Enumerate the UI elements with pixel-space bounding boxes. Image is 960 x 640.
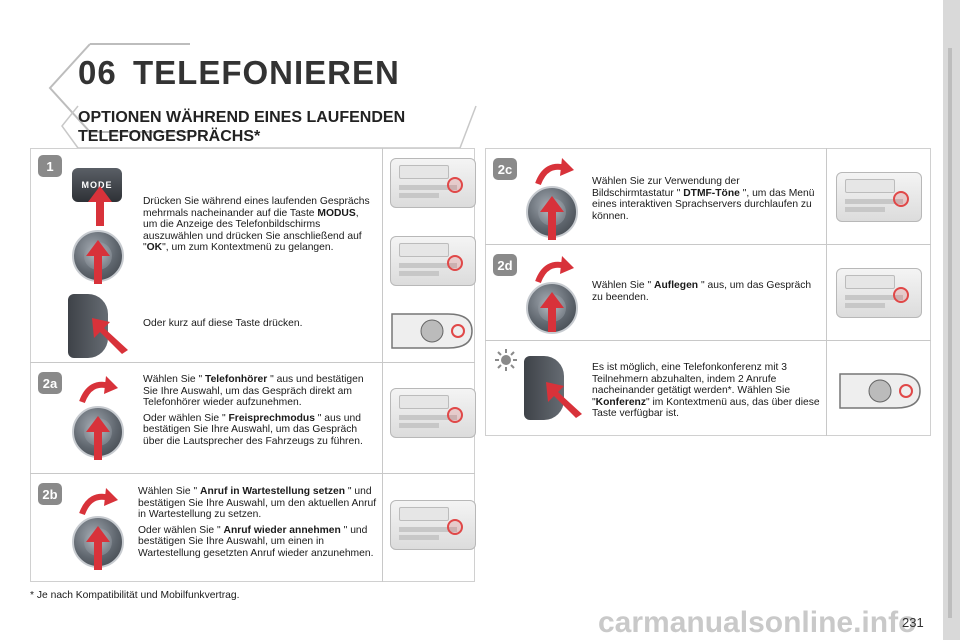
arrow-press-knob-2c (540, 196, 564, 240)
step2b-p2-post: " und bestätigen Sie Ihre Auswahl, um ei… (138, 524, 374, 559)
step2b-para1: Wählen Sie " Anruf in Wartestellung setz… (138, 486, 378, 521)
step-badge-2a: 2a (38, 372, 62, 394)
conference-text: Es ist möglich, eine Telefonkonferenz mi… (592, 362, 820, 420)
divider-conf (485, 340, 931, 341)
step1-text-pre: Drücken Sie während eines laufenden Gesp… (143, 196, 370, 219)
step2b-p2-bold: Anruf wieder annehmen (223, 524, 341, 536)
footnote: * Je nach Kompatibilität und Mobilfunkve… (30, 590, 240, 601)
arrow-rotate-2c (535, 158, 574, 186)
divider-2b (30, 473, 475, 474)
radio-unit-illustration-1 (390, 158, 476, 208)
arrow-press-knob-2b (86, 526, 110, 570)
step2d-text: Wählen Sie " Auflegen " aus, um das Gesp… (592, 280, 820, 303)
step1-alt-text: Oder kurz auf diese Taste drücken. (143, 318, 303, 329)
conf-text-post: " im Kontextmenü aus, das über diese Tas… (592, 396, 820, 420)
step2b-p1-bold: Anruf in Wartestellung setzen (200, 486, 345, 497)
step2d-p1-post: " aus, um das Gespräch zu beenden. (592, 280, 812, 303)
arrow-stalk-conf (546, 382, 582, 418)
divider-left-mid (382, 148, 383, 582)
step2b-para2: Oder wählen Sie " Anruf wieder annehmen … (138, 525, 378, 560)
step2a-p1-pre: Wählen Sie " (143, 374, 206, 385)
step-badge-2d: 2d (493, 254, 517, 276)
step2a-p2-bold: Freisprechmodus (228, 412, 315, 424)
step2d-p1-bold: Auflegen (654, 280, 699, 291)
radio-unit-illustration-2d (836, 268, 922, 318)
step-badge-2b: 2b (38, 483, 62, 505)
conf-text-pre: Es ist möglich, eine Telefonkonferenz mi… (592, 362, 791, 408)
step2c-p1-bold: DTMF-Töne (683, 187, 740, 199)
step2c-p1-pre: Wählen Sie zur Verwendung der Bildschirm… (592, 176, 740, 199)
step2b-text: Wählen Sie " Anruf in Wartestellung setz… (138, 486, 378, 564)
chapter-number: 06 (78, 54, 117, 91)
radio-unit-illustration-2b (390, 500, 476, 550)
divider-2a (30, 362, 475, 363)
step1-text-post: ", um zum Kontextmenü zu gelangen. (162, 242, 334, 254)
step1-text-mid: , um die Anzeige des Telefonbildschirms … (143, 207, 362, 254)
step2b-p2-pre: Oder wählen Sie " (138, 524, 224, 536)
conf-text-bold: Konferenz (595, 396, 646, 408)
step-badge-2c: 2c (493, 158, 517, 180)
steering-stalk-illustration-conf (839, 373, 921, 409)
step2b-p1-post: " und bestätigen Sie Ihre Auswahl, um de… (138, 486, 377, 521)
step2d-p1-pre: Wählen Sie " (592, 280, 655, 291)
step2b-p1-pre: Wählen Sie " (138, 486, 201, 497)
step2a-p2-pre: Oder wählen Sie " (143, 412, 229, 424)
header-frame (48, 43, 190, 133)
arrow-press-knob-2d (540, 292, 564, 332)
section-title: OPTIONEN WÄHREND EINES LAUFENDEN TELEFON… (78, 108, 405, 146)
divider-2d (485, 244, 931, 245)
step2a-text: Wählen Sie " Telefonhörer " aus und best… (143, 374, 378, 452)
step1-text: Drücken Sie während eines laufenden Gesp… (143, 196, 375, 254)
radio-unit-illustration-1b (390, 236, 476, 286)
arrow-up-mode (88, 186, 112, 226)
step2a-para1: Wählen Sie " Telefonhörer " aus und best… (143, 374, 378, 409)
sun-icon (495, 349, 517, 371)
section-title-line2: TELEFONGESPRÄCHS* (78, 128, 261, 145)
arrow-rotate-2a (79, 376, 118, 404)
arrow-rotate-2d (535, 256, 574, 284)
chapter-title: TELEFONIEREN (133, 54, 400, 91)
step-badge-1: 1 (38, 155, 62, 177)
section-title-line1: OPTIONEN WÄHREND EINES LAUFENDEN (78, 109, 406, 126)
arrow-press-knob-2a (86, 416, 110, 460)
side-scroll-bar (948, 48, 952, 618)
step1-text-bold-ok: OK (146, 242, 163, 254)
arrow-press-knob-1 (86, 240, 110, 284)
step2a-p1-bold: Telefonhörer (205, 374, 268, 385)
step2c-text: Wählen Sie zur Verwendung der Bildschirm… (592, 176, 820, 222)
steering-stalk-illustration-1 (391, 313, 473, 349)
watermark: carmanualsonline.info (598, 606, 917, 639)
step2a-para2: Oder wählen Sie " Freisprechmodus " aus … (143, 413, 378, 448)
step2a-p1-post: " aus und bestätigen Sie Ihre Auswahl, u… (143, 374, 364, 409)
page-number: 231 (902, 615, 924, 630)
radio-unit-illustration-2a (390, 388, 476, 438)
arrow-rotate-2b (79, 488, 118, 516)
radio-unit-illustration-2c (836, 172, 922, 222)
step1-text-bold-modus: MODUS (317, 207, 356, 219)
step2c-p1-post: ", um das Menü eines interaktiven Sprach… (592, 187, 815, 222)
arrow-stalk-1 (92, 318, 128, 354)
divider-right-mid (826, 148, 827, 436)
step2a-p2-post: " aus und bestätigen Sie Ihre Auswahl, u… (143, 412, 363, 447)
